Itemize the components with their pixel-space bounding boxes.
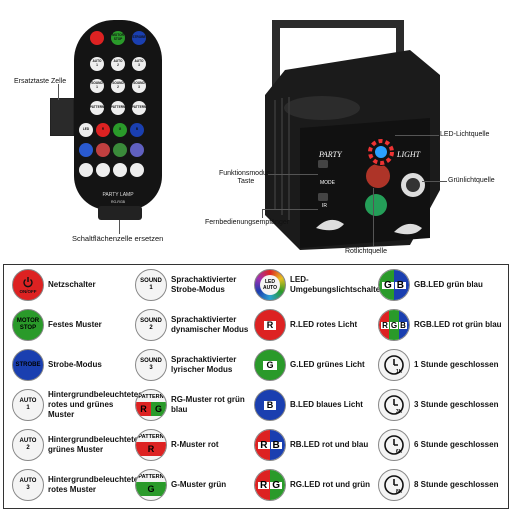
legend-description: R.LED rotes Licht <box>290 320 358 329</box>
battery-cell-label: Schaltflächenzelle ersetzen <box>72 234 164 243</box>
callout-receiver: Fernbedienungsempfänger <box>205 219 290 226</box>
legend-description: Hintergrundbeleuchtetes grünes Muster <box>48 435 143 454</box>
remote-body: PARTY LAMP RG-RGB MOTOR STOP STROBE AUTO 1… <box>74 20 162 210</box>
legend-description: GB.LED grün blau <box>414 280 483 289</box>
battery-holder <box>50 98 74 136</box>
svg-text:8h: 8h <box>396 489 402 495</box>
remote-button[interactable]: MOTOR STOP <box>111 31 125 45</box>
remote-brand: PARTY LAMP <box>102 192 134 198</box>
mode-button-icon: STROBE <box>12 349 44 381</box>
mode-button-icon: AUTO 3 <box>12 469 44 501</box>
legend-description: Hintergrundbeleuchtetes rotes und grünes… <box>48 390 143 419</box>
remote-button[interactable]: AUTO 2 <box>111 57 125 71</box>
remote-button[interactable]: STROBE <box>132 31 146 45</box>
legend-description: 1 Stunde geschlossen <box>414 360 499 369</box>
ir-text: IR <box>322 203 327 209</box>
remote-button[interactable] <box>79 163 93 177</box>
color-button-icon: B <box>254 389 286 421</box>
timer-clock-icon: 6h <box>378 429 410 461</box>
remote-button[interactable]: B <box>130 123 144 137</box>
remote-button[interactable]: PATTERN <box>132 101 146 115</box>
legend-description: Strobe-Modus <box>48 360 102 369</box>
svg-text:6h: 6h <box>396 449 402 455</box>
remote-button[interactable]: G <box>113 123 127 137</box>
remote-button[interactable]: AUTO 3 <box>132 57 146 71</box>
remote-button[interactable]: PATTERN <box>90 101 104 115</box>
callout-mode: Funktionsmodus- Taste <box>219 170 273 185</box>
timer-clock-icon: 8h <box>378 469 410 501</box>
sound-button-icon: SOUND 2 <box>135 309 167 341</box>
remote-button[interactable]: SOUND 1 <box>90 79 104 93</box>
callout-red: Rotlichtquelle <box>345 248 388 255</box>
battery-cell <box>98 206 142 220</box>
battery-label: Ersatztaste Zelle <box>14 78 67 85</box>
legend-description: B.LED blaues Licht <box>290 400 363 409</box>
legend-description: Sprachaktivierter dynamischer Modus <box>171 315 249 334</box>
legend-description: G.LED grünes Licht <box>290 360 365 369</box>
legend-description: LED-Umgebungslichtschalter <box>290 275 384 294</box>
svg-text:1h: 1h <box>396 369 402 375</box>
legend-description: Sprachaktivierter lyrischer Modus <box>171 355 237 374</box>
legend-description: 8 Stunde geschlossen <box>414 480 499 489</box>
sound-button-icon: SOUND 3 <box>135 349 167 381</box>
timer-clock-icon: 1h <box>378 349 410 381</box>
remote-brand-sub: RG-RGB <box>111 200 125 204</box>
callout-green: Grünlichtquelle <box>448 177 495 184</box>
projector-illustration <box>265 20 440 250</box>
mode-button-icon: AUTO 2 <box>12 429 44 461</box>
mode-button-icon: AUTO 1 <box>12 389 44 421</box>
mode-button-icon: MOTOR STOP <box>12 309 44 341</box>
mode-text: MODE <box>320 180 335 186</box>
color-button-icon: R <box>254 309 286 341</box>
projector-text-right: LIGHT <box>397 150 421 159</box>
legend-description: RG.LED rot und grün <box>290 480 370 489</box>
legend-description: Sprachaktivierter Strobe-Modus <box>171 275 237 294</box>
legend-description: RG-Muster rot grün blau <box>171 395 245 414</box>
power-icon: ON/OFF <box>12 269 44 301</box>
remote-button[interactable] <box>130 143 144 157</box>
remote-button[interactable]: AUTO 1 <box>90 57 104 71</box>
svg-text:3h: 3h <box>396 409 402 415</box>
timer-clock-icon: 3h <box>378 389 410 421</box>
legend-description: RB.LED rot und blau <box>290 440 369 449</box>
legend-description: 6 Stunde geschlossen <box>414 440 499 449</box>
remote-button[interactable]: SOUND 2 <box>111 79 125 93</box>
callout-led: LED-Lichtquelle <box>440 131 490 138</box>
remote-button[interactable]: LED <box>79 123 93 137</box>
sound-button-icon: SOUND 1 <box>135 269 167 301</box>
remote-button[interactable] <box>113 143 127 157</box>
led-auto-icon: LED AUTO <box>254 269 286 301</box>
legend-description: 3 Stunde geschlossen <box>414 400 499 409</box>
remote-button[interactable] <box>79 143 93 157</box>
legend-description: Netzschalter <box>48 280 96 289</box>
remote-button[interactable] <box>90 31 104 45</box>
remote-button[interactable]: SOUND 3 <box>132 79 146 93</box>
remote-button[interactable] <box>96 163 110 177</box>
legend-description: R-Muster rot <box>171 440 219 449</box>
legend-description: RGB.LED rot grün blau <box>414 320 502 329</box>
remote-button[interactable]: R <box>96 123 110 137</box>
color-button-icon: G <box>254 349 286 381</box>
remote-button[interactable] <box>113 163 127 177</box>
remote-button[interactable]: PATTERN <box>111 101 125 115</box>
legend-description: Hintergrundbeleuchtetes rotes Muster <box>48 475 143 494</box>
legend-description: Festes Muster <box>48 320 102 329</box>
legend-description: G-Muster grün <box>171 480 227 489</box>
remote-button[interactable] <box>96 143 110 157</box>
projector-text-left: PARTY <box>319 150 342 159</box>
remote-button[interactable] <box>130 163 144 177</box>
